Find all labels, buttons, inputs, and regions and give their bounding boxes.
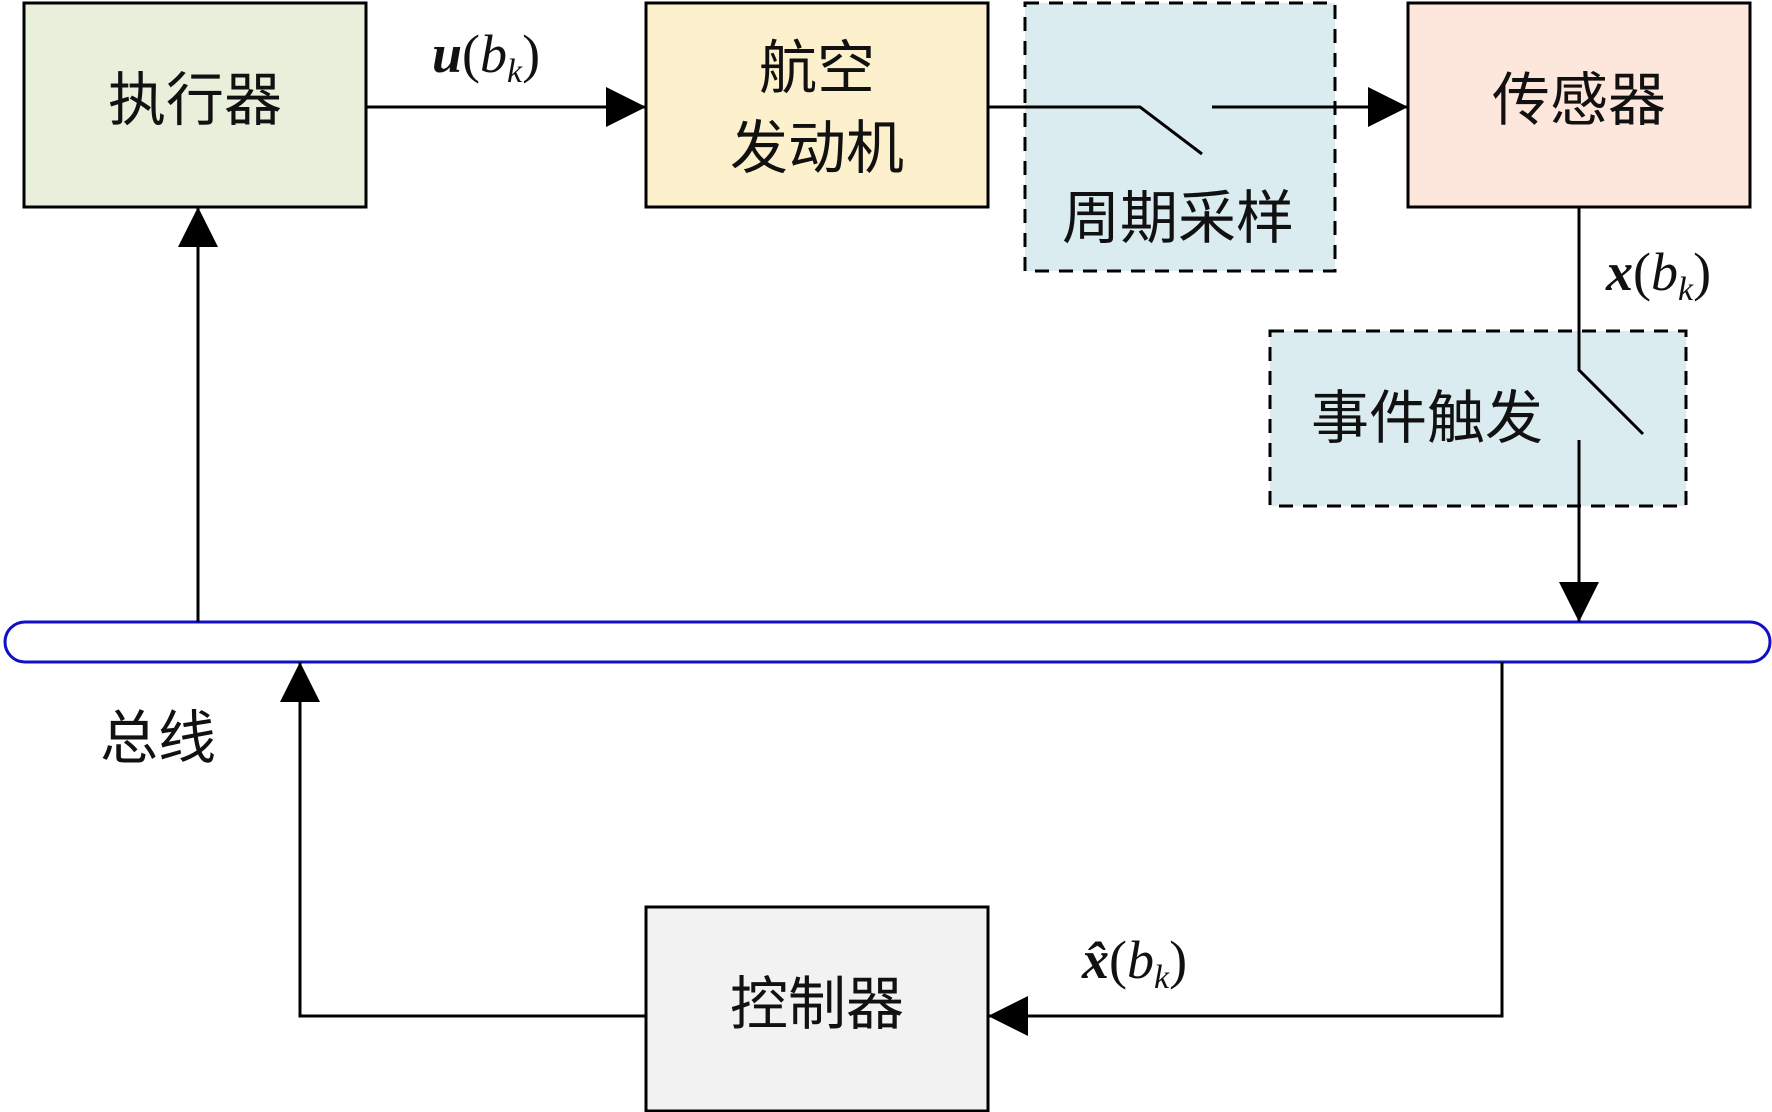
u-symbol: u <box>432 24 462 84</box>
controller-block: 控制器 <box>644 905 990 1112</box>
sensor-block: 传感器 <box>1406 1 1752 209</box>
arrow-bus-to-controller <box>988 662 1504 1036</box>
sensor-label: 传感器 <box>1492 66 1666 134</box>
x-close-paren: ) <box>1693 242 1711 302</box>
arrow-controller-to-bus <box>280 662 646 1018</box>
line-engine-to-switch <box>988 105 1203 156</box>
x-symbol: x <box>1605 242 1633 302</box>
xhat-symbol: x̂ <box>1081 930 1109 990</box>
periodic-sampling-label: 周期采样 <box>1062 184 1294 252</box>
actuator-block: 执行器 <box>22 1 368 209</box>
event-trigger-block: 事件触发 <box>1268 329 1688 508</box>
engine-label-line1: 航空 <box>759 34 875 102</box>
signal-u-label: u(bk) <box>432 24 540 90</box>
actuator-label: 执行器 <box>108 66 282 134</box>
bus: 总线 <box>3 620 1772 772</box>
connections <box>178 87 1645 1036</box>
controller-label: 控制器 <box>730 970 904 1038</box>
u-open-paren: ( <box>462 24 480 84</box>
u-close-paren: ) <box>522 24 540 84</box>
aero-engine-block: 航空 发动机 <box>644 1 990 209</box>
signal-x-label: x(bk) <box>1605 242 1711 308</box>
x-k: k <box>1678 271 1694 308</box>
xhat-close-paren: ) <box>1169 930 1187 990</box>
x-b: b <box>1651 242 1678 302</box>
line-sensor-to-event-switch <box>1577 207 1645 436</box>
u-k: k <box>507 53 523 90</box>
bus-label: 总线 <box>100 704 216 772</box>
x-open-paren: ( <box>1633 242 1651 302</box>
engine-label-line2: 发动机 <box>730 114 904 182</box>
xhat-k: k <box>1154 959 1170 996</box>
signal-xhat-label: x̂(bk) <box>1081 930 1187 996</box>
event-trigger-label: 事件触发 <box>1311 384 1543 452</box>
xhat-open-paren: ( <box>1109 930 1127 990</box>
xhat-b: b <box>1127 930 1154 990</box>
u-b: b <box>480 24 507 84</box>
